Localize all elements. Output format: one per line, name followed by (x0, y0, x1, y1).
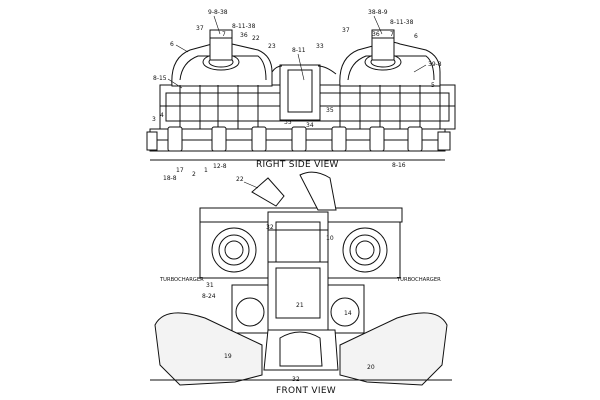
front-view-label: FRONT VIEW (276, 386, 336, 396)
callout-31: 31 (206, 282, 214, 289)
turbocharger-right-label: TURBOCHARGER (396, 277, 441, 283)
callout-3: 3 (152, 116, 156, 123)
callout-39-8: 39-8 (428, 61, 442, 68)
callout-7-left: 7 (222, 31, 226, 38)
callout-1: 1 (204, 167, 208, 174)
callout-21: 21 (296, 302, 304, 309)
callout-18-8: 18-8 (163, 175, 177, 182)
callout-32-bottom: 32 (292, 376, 300, 383)
front-view-drawing (150, 171, 452, 386)
callout-6-right: 6 (414, 33, 418, 40)
callout-36-right: 36 (372, 31, 380, 38)
callout-35-right: 35 (326, 107, 334, 114)
callout-2: 2 (192, 171, 196, 178)
callout-22-front: 22 (236, 176, 244, 183)
callout-8-24: 8-24 (202, 293, 216, 300)
callout-38-8-9: 38-8-9 (368, 9, 388, 16)
callout-8-11-38-right: 8-11-38 (390, 19, 414, 26)
callout-33: 33 (316, 43, 324, 50)
callout-8-11: 8-11 (292, 47, 306, 54)
callout-14: 14 (344, 310, 352, 317)
right-side-view-label: RIGHT SIDE VIEW (256, 160, 339, 170)
callout-17: 17 (176, 167, 184, 174)
port-row (167, 126, 423, 152)
callout-8-11-38-left: 8-11-38 (232, 23, 256, 30)
callout-32-top: 32 (266, 224, 274, 231)
callout-19: 19 (224, 353, 232, 360)
callout-23: 23 (268, 43, 276, 50)
callouts-front-view: 22 32 10 31 8-24 21 14 19 32 20 (202, 176, 375, 383)
callout-10: 10 (326, 235, 334, 242)
callout-8-16: 8-16 (392, 162, 406, 169)
callout-12-8: 12-8 (213, 163, 227, 170)
callout-8-15: 8-15 (153, 75, 167, 82)
callout-37-right: 37 (342, 27, 350, 34)
callout-36-left: 36 (240, 32, 248, 39)
callout-5: 5 (431, 82, 435, 89)
turbocharger-left-label: TURBOCHARGER (159, 277, 204, 283)
right-side-view-drawing (146, 29, 456, 161)
callout-22-top: 22 (252, 35, 260, 42)
callout-7-right: 7 (390, 31, 394, 38)
callout-37-left: 37 (196, 25, 204, 32)
callout-6-left: 6 (170, 41, 174, 48)
callout-35-left: 35 (284, 119, 292, 126)
callouts-right-side-view: 9-8-38 37 8-11-38 7 36 22 6 8-15 23 8-11… (152, 9, 442, 182)
callout-9-8-38: 9-8-38 (208, 9, 228, 16)
callout-34: 34 (306, 122, 314, 129)
callout-20: 20 (367, 364, 375, 371)
callout-4: 4 (160, 112, 164, 119)
